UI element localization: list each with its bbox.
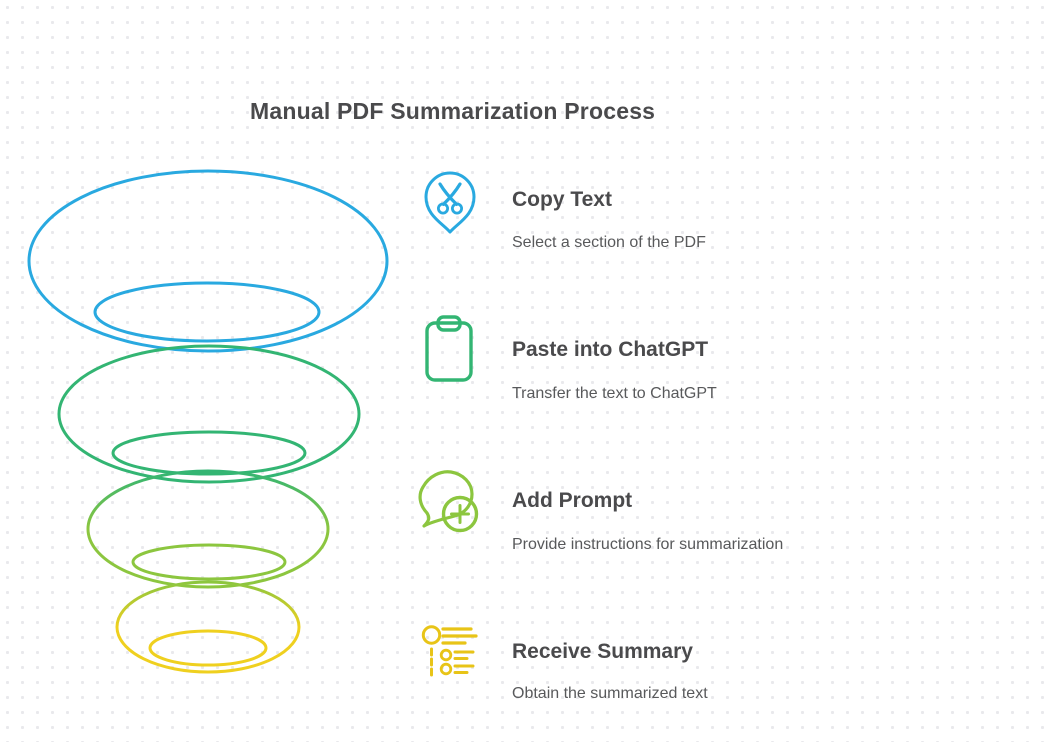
step-title: Copy Text (512, 188, 612, 211)
funnel-tier-copy-text-ellipse (27, 169, 389, 353)
step-description: Select a section of the PDF (512, 234, 706, 251)
funnel-tier-paste-ellipse (111, 430, 307, 476)
step-description: Obtain the summarized text (512, 685, 708, 702)
summary-list-icon (421, 625, 478, 677)
funnel-tier-prompt-ellipse (86, 469, 330, 589)
funnel-tier-prompt-ellipse (131, 543, 287, 581)
step-description: Provide instructions for summarization (512, 536, 784, 553)
scissors-pin-icon (424, 171, 476, 234)
step-title: Receive Summary (512, 640, 693, 663)
clipboard-icon (425, 315, 473, 382)
step-title: Add Prompt (512, 489, 633, 512)
page-title: Manual PDF Summarization Process (250, 98, 656, 124)
step-title: Paste into ChatGPT (512, 338, 709, 361)
step-description: Transfer the text to ChatGPT (512, 385, 717, 402)
funnel-tier-copy-text-ellipse (93, 281, 321, 343)
chat-plus-icon (418, 470, 479, 533)
funnel-tier-summary-ellipse (148, 629, 268, 667)
funnel-tier-paste-ellipse (57, 344, 361, 484)
funnel-tier-summary-ellipse (115, 580, 301, 674)
funnel-diagram (27, 169, 389, 674)
